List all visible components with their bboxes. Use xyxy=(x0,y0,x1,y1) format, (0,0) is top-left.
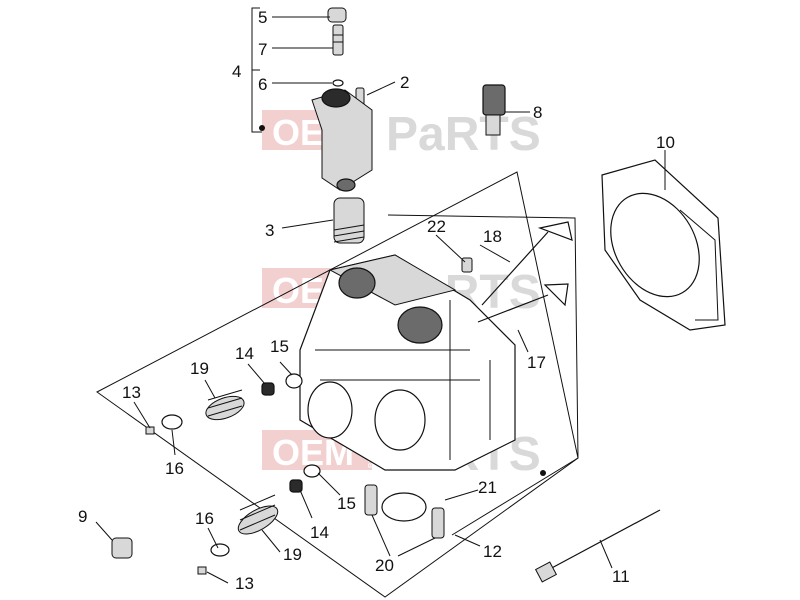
callout-3: 3 xyxy=(265,221,274,240)
callout-16-upper: 16 xyxy=(165,459,184,478)
callout-8: 8 xyxy=(533,103,542,122)
callout-14-lower: 14 xyxy=(310,523,329,542)
cotter-lower-part xyxy=(197,566,207,575)
temperature-sensor-part xyxy=(482,84,506,136)
callout-2: 2 xyxy=(400,73,409,92)
callout-labels: 5 7 4 6 2 8 10 3 22 18 17 15 14 19 13 16… xyxy=(78,8,675,593)
o-ring-large-part xyxy=(381,492,427,522)
o-ring-small-part xyxy=(332,79,344,87)
thermostat-housing-part xyxy=(311,88,373,192)
cylinder-head-part xyxy=(299,254,516,471)
valve-spring-lower-part xyxy=(237,494,279,535)
callout-4: 4 xyxy=(232,62,241,81)
callout-18: 18 xyxy=(483,227,502,246)
assembly-frame-inner xyxy=(387,214,579,536)
head-gasket-part xyxy=(601,159,726,331)
callout-13-lower: 13 xyxy=(235,574,254,593)
callout-15-lower: 15 xyxy=(337,494,356,513)
cotter-upper-part xyxy=(145,426,155,435)
thermostat-part xyxy=(333,197,365,244)
callout-11: 11 xyxy=(612,567,630,586)
washer-lower-part xyxy=(303,464,321,478)
watermark-top-right-text: PaRTS xyxy=(386,108,541,161)
plug-part xyxy=(111,537,133,559)
callout-10: 10 xyxy=(656,133,675,152)
thermostat-cap-part xyxy=(327,7,347,23)
callout-16-lower: 16 xyxy=(195,509,214,528)
retainer-lower-part xyxy=(210,543,230,557)
callout-21: 21 xyxy=(478,478,497,497)
callout-5: 5 xyxy=(258,8,267,27)
callout-15-upper: 15 xyxy=(270,337,289,356)
valve-spring-upper-part xyxy=(205,389,245,421)
seal-upper-part xyxy=(261,382,275,396)
retainer-upper-part xyxy=(161,414,183,430)
dowel-pins-part xyxy=(364,484,445,539)
callout-22: 22 xyxy=(427,217,446,236)
callout-13-upper: 13 xyxy=(122,383,141,402)
callout-12: 12 xyxy=(483,542,502,561)
reference-dot-thermostat xyxy=(259,125,265,131)
callout-9: 9 xyxy=(78,507,87,526)
thermostat-screw-part xyxy=(332,24,344,56)
leader-lines xyxy=(95,16,666,584)
callout-19-lower: 19 xyxy=(283,545,302,564)
callout-6: 6 xyxy=(258,75,267,94)
seal-lower-part xyxy=(289,479,303,493)
long-bolt-part xyxy=(534,509,661,583)
callout-17: 17 xyxy=(527,353,546,372)
callout-19-upper: 19 xyxy=(190,359,209,378)
callout-20: 20 xyxy=(375,556,394,575)
washer-upper-part xyxy=(285,373,303,389)
valve-exhaust-part xyxy=(481,221,573,306)
callout-7: 7 xyxy=(258,40,267,59)
valve-intake-part xyxy=(477,283,569,323)
callout-14-upper: 14 xyxy=(235,344,254,363)
reference-dot-head xyxy=(540,470,546,476)
